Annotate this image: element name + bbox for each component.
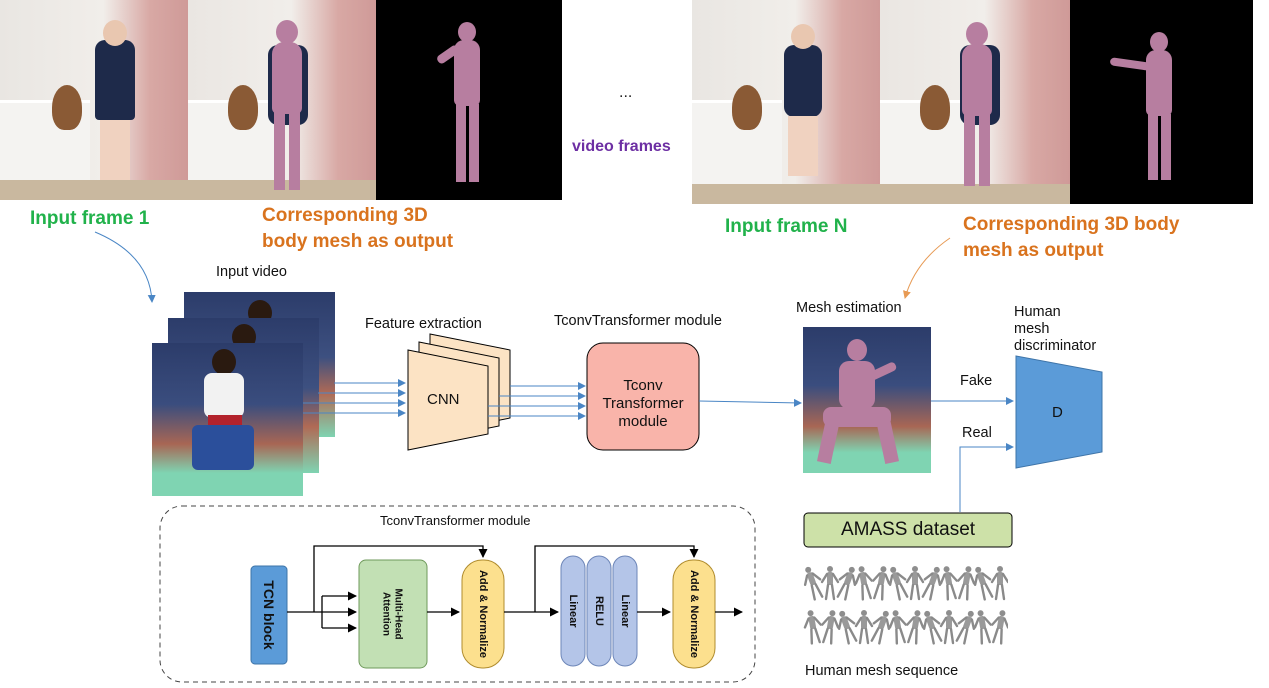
arrow-real: [959, 443, 1014, 512]
video-frames-label: video frames: [572, 138, 671, 155]
mesh-figure: [905, 566, 925, 601]
linear-box-1: [560, 555, 586, 667]
mesh-figure: [854, 566, 873, 601]
input-video-label: Input video: [216, 264, 287, 280]
feature-extraction-label: Feature extraction: [365, 316, 482, 332]
tcn-block-label: TCN block: [261, 580, 277, 650]
mesh-figure: [803, 566, 824, 601]
tconv-detail-container: [159, 505, 756, 683]
real-label: Real: [962, 425, 992, 441]
input-frame-1-label: Input frame 1: [30, 208, 150, 229]
mesh-output-n-photo: [1070, 0, 1253, 204]
amass-dataset-box: [803, 512, 1013, 548]
attention-label-line1: Multi-Head: [392, 588, 404, 640]
add-norm-label-1: Add & Normalize: [477, 569, 489, 659]
amass-dataset-label: AMASS dataset: [840, 519, 976, 540]
tconv-module-box: [586, 342, 700, 451]
arrow-frame1-to-video: [94, 231, 156, 303]
mesh-figure: [854, 610, 874, 645]
video-frame-front: [152, 343, 303, 496]
fake-label: Fake: [960, 373, 993, 389]
add-norm-label-2: Add & Normalize: [688, 569, 700, 659]
linear-label-1: Linear: [567, 594, 579, 628]
discriminator-shape: [1015, 355, 1103, 469]
cnn-label: CNN: [427, 391, 460, 408]
mesh-figure: [836, 566, 857, 601]
mesh-output-1-label-line1: Corresponding 3D: [262, 205, 428, 226]
discriminator-d-label: D: [1052, 404, 1063, 421]
mesh-figure: [990, 566, 1010, 601]
discriminator-label-line1: Human: [1014, 304, 1061, 320]
mesh-figure: [921, 566, 942, 601]
mesh-output-n-label-line1: Corresponding 3D body: [963, 214, 1180, 235]
mesh-figure: [872, 566, 891, 601]
attention-label-line2: Attention: [380, 592, 392, 636]
add-norm-box-2: [672, 559, 716, 669]
attention-box: [358, 559, 428, 669]
human-mesh-sequence-figures: [802, 560, 1010, 646]
mesh-figure: [957, 566, 976, 601]
mesh-figure: [888, 566, 909, 601]
discriminator-label-line2: mesh: [1014, 321, 1050, 337]
mesh-figure: [803, 610, 822, 645]
mesh-overlay-1-photo: [188, 0, 376, 200]
add-norm-box-1: [461, 559, 505, 669]
tconv-box-line1: Tconv: [623, 377, 663, 394]
detail-title: TconvTransformer module: [380, 513, 531, 528]
discriminator-label-line3: discriminator: [1014, 338, 1097, 354]
linear-box-2: [612, 555, 638, 667]
arrow-tconv-mesh: [698, 398, 802, 407]
mesh-figures-svg: [803, 566, 1010, 645]
detail-skip-1: [313, 545, 488, 612]
mesh-overlay-n-photo: [880, 0, 1070, 204]
cnn-layer-front: [407, 349, 489, 451]
tconv-box-line3: module: [618, 413, 668, 430]
mesh-figure: [821, 610, 840, 645]
mesh-figure: [939, 610, 959, 645]
mesh-output-1-photo: [376, 0, 562, 200]
relu-box: [586, 555, 612, 667]
mesh-figure: [837, 610, 858, 645]
mesh-figure: [888, 610, 907, 645]
mesh-estimation-photo: [803, 327, 931, 473]
mesh-figure: [922, 610, 943, 645]
mesh-figure: [939, 566, 958, 601]
mesh-figure: [870, 610, 891, 645]
ellipsis: ...: [619, 84, 633, 101]
tcn-block-box: [250, 565, 288, 665]
arrow-meshout-to-estimation: [903, 237, 951, 299]
mesh-figure: [955, 610, 976, 645]
tconv-module-title: TconvTransformer module: [554, 313, 722, 329]
input-frame-1-photo: [0, 0, 188, 200]
human-mesh-sequence-label: Human mesh sequence: [805, 663, 959, 679]
relu-label: RELU: [593, 596, 605, 626]
linear-label-2: Linear: [619, 594, 631, 628]
mesh-figure: [973, 610, 992, 645]
input-frame-n-photo: [692, 0, 880, 204]
mesh-figure: [820, 566, 840, 601]
mesh-output-n-label-line2: mesh as output: [963, 240, 1104, 261]
detail-skip-2: [534, 545, 699, 612]
mesh-figure: [991, 610, 1010, 645]
mesh-output-1-label-line2: body mesh as output: [262, 231, 454, 252]
mesh-estimation-label: Mesh estimation: [796, 300, 902, 316]
input-frame-n-label: Input frame N: [725, 216, 848, 237]
mesh-figure: [973, 566, 994, 601]
tconv-box-line2: Transformer: [602, 395, 684, 412]
mesh-figure: [906, 610, 925, 645]
